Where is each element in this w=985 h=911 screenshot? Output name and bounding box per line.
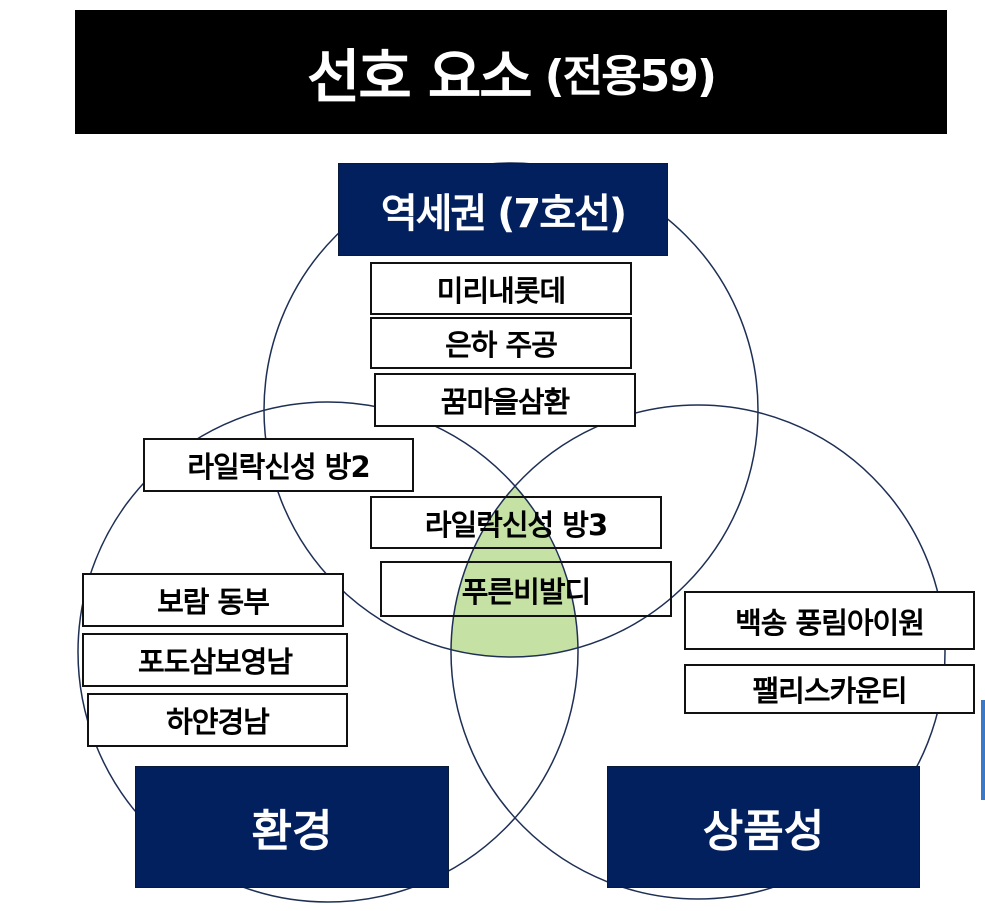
item-label: 라일락신성 방2 bbox=[143, 438, 414, 492]
item-label: 미리내롯데 bbox=[370, 262, 632, 315]
item-label: 백송 풍림아이원 bbox=[684, 591, 975, 650]
item-label: 팰리스카운티 bbox=[684, 664, 975, 714]
item-label: 꿈마을삼환 bbox=[374, 373, 636, 427]
item-label: 은하 주공 bbox=[370, 317, 632, 369]
title-sub: (전용59) bbox=[544, 51, 717, 102]
page-title: 선호 요소 (전용59) bbox=[75, 10, 947, 134]
item-label: 보람 동부 bbox=[82, 573, 344, 627]
category-environment: 환경 bbox=[135, 766, 449, 888]
edge-decoration bbox=[981, 700, 985, 800]
circle-product bbox=[450, 404, 946, 900]
item-label: 포도삼보영남 bbox=[82, 633, 348, 687]
category-station: 역세권 (7호선) bbox=[338, 163, 668, 256]
circle-environment bbox=[77, 401, 579, 903]
category-product: 상품성 bbox=[607, 766, 920, 888]
item-label: 라일락신성 방3 bbox=[370, 496, 662, 549]
item-label: 하얀경남 bbox=[87, 693, 348, 747]
title-main: 선호 요소 bbox=[306, 43, 533, 111]
item-label: 푸른비발디 bbox=[380, 561, 672, 617]
